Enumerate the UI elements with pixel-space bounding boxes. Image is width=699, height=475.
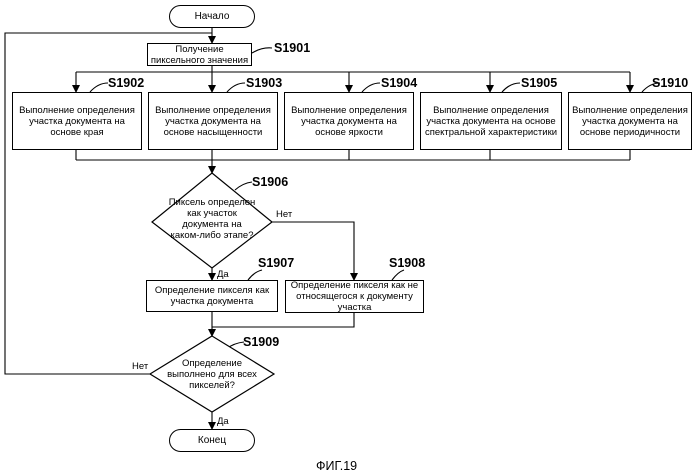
process-s1908: Определение пикселя как не относящегося … <box>285 280 424 313</box>
leader-s1903 <box>227 83 245 92</box>
step-label-s1904: S1904 <box>381 76 417 90</box>
step-label-s1908: S1908 <box>389 256 425 270</box>
end-terminal: Конец <box>169 429 255 452</box>
step-label-s1906: S1906 <box>252 175 288 189</box>
leader-s1907 <box>248 270 262 280</box>
figure-caption: ФИГ.19 <box>316 459 357 473</box>
process-s1903-text: Выполнение определения участка документа… <box>149 105 277 138</box>
process-s1904: Выполнение определения участка документа… <box>284 92 414 150</box>
edge-label-s1906-no: Нет <box>276 209 292 220</box>
leader-s1902 <box>90 83 108 92</box>
process-s1905-text: Выполнение определения участка документа… <box>421 105 561 138</box>
process-s1901-text: Получение пиксельного значения <box>148 44 251 66</box>
step-label-s1903: S1903 <box>246 76 282 90</box>
decision-s1909-text: Определение выполнено для всех пикселей? <box>166 358 258 391</box>
step-label-s1905: S1905 <box>521 76 557 90</box>
process-s1907: Определение пикселя как участка документ… <box>146 280 278 312</box>
leader-s1908 <box>392 270 404 280</box>
process-s1910-text: Выполнение определения участка документа… <box>569 105 691 138</box>
decision-s1906-text: Пиксель определен как участок документа … <box>168 197 256 241</box>
process-s1908-text: Определение пикселя как не относящегося … <box>286 280 423 313</box>
process-s1910: Выполнение определения участка документа… <box>568 92 692 150</box>
edge-s1906-no <box>272 222 354 280</box>
process-s1902: Выполнение определения участка документа… <box>12 92 142 150</box>
edge-label-s1909-yes: Да <box>217 416 229 427</box>
step-label-s1910: S1910 <box>652 76 688 90</box>
process-s1905: Выполнение определения участка документа… <box>420 92 562 150</box>
step-label-s1909: S1909 <box>243 335 279 349</box>
leader-s1904 <box>362 83 380 92</box>
leader-s1901 <box>252 48 272 53</box>
process-s1903: Выполнение определения участка документа… <box>148 92 278 150</box>
edge-s1908-down <box>212 313 354 327</box>
start-terminal: Начало <box>169 5 255 28</box>
leader-s1905 <box>502 83 520 92</box>
edge-label-s1909-no: Нет <box>132 361 148 372</box>
process-s1907-text: Определение пикселя как участка документ… <box>147 285 277 307</box>
step-label-s1907: S1907 <box>258 256 294 270</box>
process-s1902-text: Выполнение определения участка документа… <box>13 105 141 138</box>
step-label-s1902: S1902 <box>108 76 144 90</box>
end-label: Конец <box>198 435 226 446</box>
process-s1904-text: Выполнение определения участка документа… <box>285 105 413 138</box>
process-s1901: Получение пиксельного значения <box>147 43 252 66</box>
edge-label-s1906-yes: Да <box>217 269 229 280</box>
step-label-s1901: S1901 <box>274 41 310 55</box>
start-label: Начало <box>195 11 230 22</box>
leader-s1906 <box>235 182 252 190</box>
